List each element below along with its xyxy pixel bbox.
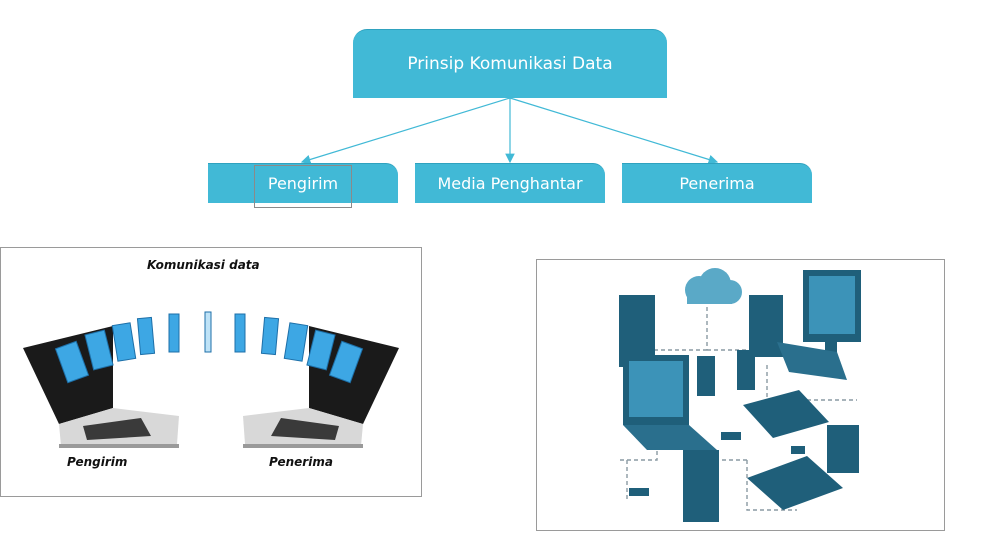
- network-illustration: [617, 268, 861, 522]
- node-pengirim[interactable]: Pengirim: [208, 163, 398, 203]
- network-devices-image: [536, 259, 945, 531]
- node-media-penghantar[interactable]: Media Penghantar: [415, 163, 605, 203]
- root-node[interactable]: Prinsip Komunikasi Data: [353, 29, 667, 98]
- node-penerima[interactable]: Penerima: [622, 163, 812, 203]
- sender-label: Pengirim: [67, 455, 128, 469]
- laptops-illustration: [23, 311, 399, 448]
- monitor-icon: [803, 270, 861, 356]
- receiver-label: Penerima: [269, 455, 333, 469]
- keyboard-icon: [777, 342, 847, 380]
- node-media-label: Media Penghantar: [437, 174, 583, 193]
- tablet-icon: [743, 390, 843, 510]
- node-penerima-label: Penerima: [679, 174, 755, 193]
- phone-icon: [697, 350, 755, 396]
- cloud-icon: [685, 268, 742, 304]
- data-communication-image: Komunikasi data Pengirim Penerima: [0, 247, 422, 497]
- folder-arc-icon: [54, 311, 364, 384]
- laptop-icon: [623, 355, 717, 450]
- connector-to-penerima: [509, 97, 719, 165]
- root-node-label: Prinsip Komunikasi Data: [407, 54, 613, 74]
- usb-stick-icon: [629, 432, 805, 496]
- image-title: Komunikasi data: [147, 258, 260, 272]
- connector-to-pengirim: [300, 97, 511, 165]
- node-pengirim-label: Pengirim: [267, 174, 339, 193]
